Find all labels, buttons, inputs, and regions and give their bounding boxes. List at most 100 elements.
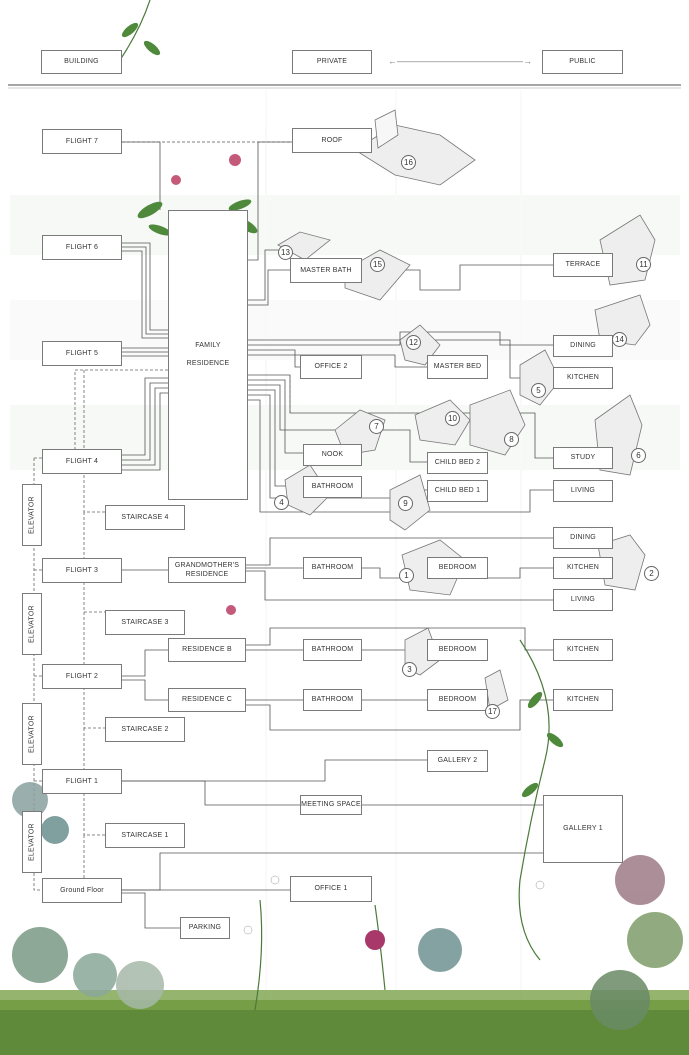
roof: ROOF xyxy=(292,128,372,153)
connector xyxy=(122,780,300,806)
master-bed: MASTER BED xyxy=(427,355,488,379)
bedroom-c: BEDROOM xyxy=(427,689,488,711)
family-residence: FAMILY RESIDENCE xyxy=(168,210,248,500)
bedroom-f3: BEDROOM xyxy=(427,557,488,579)
bathroom-f4: BATHROOM xyxy=(303,476,362,498)
connector xyxy=(122,679,168,701)
staircase-1: STAIRCASE 1 xyxy=(105,823,185,848)
marker-5: 5 xyxy=(531,383,546,398)
connector xyxy=(246,570,553,601)
master-bath-sketch xyxy=(277,231,331,261)
master-bath: MASTER BATH xyxy=(290,258,362,283)
connector xyxy=(248,141,292,261)
public-header: PUBLIC xyxy=(542,50,623,74)
flowers xyxy=(171,154,545,950)
staircase-2: STAIRCASE 2 xyxy=(105,717,185,742)
bedroom-c-sketch xyxy=(484,669,509,711)
residence-b: RESIDENCE B xyxy=(168,638,246,662)
dashed-connector xyxy=(33,458,42,891)
private-header: PRIVATE xyxy=(292,50,372,74)
staircase-4: STAIRCASE 4 xyxy=(105,505,185,530)
connector xyxy=(248,331,553,346)
office-2: OFFICE 2 xyxy=(300,355,362,379)
flight-5: FLIGHT 5 xyxy=(42,341,122,366)
grass-base xyxy=(0,990,689,1055)
connector xyxy=(122,759,427,782)
marker-15: 15 xyxy=(370,257,385,272)
roof-sketch-wall xyxy=(374,109,399,149)
grandmothers-residence: GRANDMOTHER'S RESIDENCE xyxy=(168,557,246,583)
flight-3: FLIGHT 3 xyxy=(42,558,122,583)
connector xyxy=(122,387,168,466)
privacy-arrow: ←——————————————→ xyxy=(388,56,532,66)
connector xyxy=(248,379,303,454)
connector xyxy=(246,699,553,731)
connector xyxy=(248,249,290,301)
marker-7: 7 xyxy=(369,419,384,434)
connector xyxy=(122,649,168,677)
living-f4: LIVING xyxy=(553,480,613,502)
marker-17: 17 xyxy=(485,704,500,719)
nook: NOOK xyxy=(303,444,362,466)
dining-f5: DINING xyxy=(553,335,613,357)
flight-4: FLIGHT 4 xyxy=(42,449,122,474)
marker-6: 6 xyxy=(631,448,646,463)
building-header: BUILDING xyxy=(41,50,122,74)
living-f3: LIVING xyxy=(553,589,613,611)
connector xyxy=(248,269,290,306)
meeting-space: MEETING SPACE xyxy=(300,795,362,815)
marker-2: 2 xyxy=(644,566,659,581)
office-1: OFFICE 1 xyxy=(290,876,372,902)
marker-1: 1 xyxy=(399,568,414,583)
child-bed-2: CHILD BED 2 xyxy=(427,452,488,474)
gallery-2: GALLERY 2 xyxy=(427,750,488,772)
kitchen-sketch xyxy=(519,349,561,406)
kitchen-c: KITCHEN xyxy=(553,689,613,711)
dining-f3: DINING xyxy=(553,527,613,549)
marker-16: 16 xyxy=(401,155,416,170)
connector xyxy=(122,392,168,471)
elevator-3: ELEVATOR xyxy=(22,703,42,765)
connector xyxy=(248,374,553,459)
flight-2: FLIGHT 2 xyxy=(42,664,122,689)
connector xyxy=(122,250,168,339)
flight-6: FLIGHT 6 xyxy=(42,235,122,260)
study: STUDY xyxy=(553,447,613,469)
parking: PARKING xyxy=(180,917,230,939)
succulents xyxy=(12,782,683,1030)
bathroom-f3: BATHROOM xyxy=(303,557,362,579)
flight-7: FLIGHT 7 xyxy=(42,129,122,154)
elevator-4: ELEVATOR xyxy=(22,811,42,873)
kitchen-f5: KITCHEN xyxy=(553,367,613,389)
kitchen-b: KITCHEN xyxy=(553,639,613,661)
connector xyxy=(122,377,168,456)
terrace: TERRACE xyxy=(553,253,613,277)
connector xyxy=(122,892,180,929)
dashed-connector xyxy=(74,369,168,460)
marker-13: 13 xyxy=(278,245,293,260)
marker-8: 8 xyxy=(504,432,519,447)
staircase-3: STAIRCASE 3 xyxy=(105,610,185,635)
marker-12: 12 xyxy=(406,335,421,350)
connector xyxy=(122,382,168,461)
marker-4: 4 xyxy=(274,495,289,510)
bathroom-c: BATHROOM xyxy=(303,689,362,711)
marker-9: 9 xyxy=(398,496,413,511)
marker-10: 10 xyxy=(445,411,460,426)
connector xyxy=(362,264,553,291)
residence-c: RESIDENCE C xyxy=(168,688,246,712)
elevator-2: ELEVATOR xyxy=(22,593,42,655)
marker-14: 14 xyxy=(612,332,627,347)
connector xyxy=(248,349,300,368)
flight-1: FLIGHT 1 xyxy=(42,769,122,794)
bathroom-b: BATHROOM xyxy=(303,639,362,661)
connector xyxy=(488,567,553,579)
child-bed-1: CHILD BED 1 xyxy=(427,480,488,502)
connector xyxy=(246,627,553,651)
ground-floor: Ground Floor xyxy=(42,878,122,903)
connector xyxy=(122,242,168,331)
bedroom-b: BEDROOM xyxy=(427,639,488,661)
